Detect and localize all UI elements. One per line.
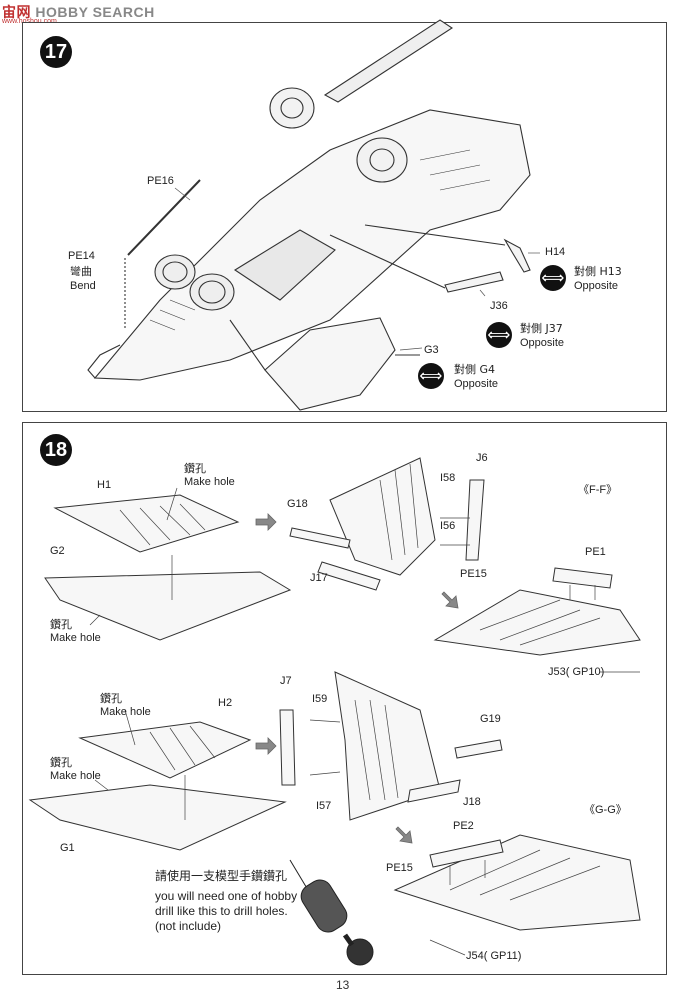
opposite-h13-cn: 對側 H13 [574, 265, 622, 278]
label-i56: I56 [440, 520, 456, 532]
drill-note-line3: (not include) [155, 919, 222, 933]
label-pe15-b: PE15 [386, 862, 413, 874]
label-g18: G18 [287, 498, 308, 510]
opposite-arrow-icon: ⟺ [540, 265, 566, 291]
label-j7: J7 [280, 675, 292, 687]
opposite-arrow-icon: ⟺ [486, 322, 512, 348]
label-bend-cn: 彎曲 [70, 265, 92, 278]
watermark-url: www.hoshou.com [2, 18, 57, 25]
label-g19: G19 [480, 713, 501, 725]
label-ff-view: 《F-F》 [578, 484, 618, 496]
opposite-g4-en: Opposite [454, 378, 499, 390]
label-hole-en-1: Make hole [184, 476, 235, 488]
label-j6: J6 [476, 452, 488, 464]
drill-note-line2: drill like this to drill holes. [155, 904, 288, 918]
opposite-arrow-icon: ⟺ [418, 363, 444, 389]
label-g1: G1 [60, 842, 75, 854]
opposite-g4-cn: 對側 G4 [454, 363, 496, 376]
label-gg-view: 《G-G》 [584, 804, 627, 816]
label-pe2: PE2 [453, 820, 474, 832]
label-hole-cn-2: 鑽孔 [50, 618, 72, 631]
label-hole-cn-3: 鑽孔 [100, 692, 122, 705]
opposite-j37-cn: 對側 J37 [520, 322, 563, 335]
label-j17: J17 [310, 572, 328, 584]
label-hole-en-2: Make hole [50, 632, 101, 644]
label-hole-en-3: Make hole [100, 706, 151, 718]
label-pe1: PE1 [585, 546, 606, 558]
drill-note-line1: you will need one of hobby [155, 889, 298, 903]
label-j18: J18 [463, 796, 481, 808]
opposite-j37-en: Opposite [520, 337, 565, 349]
label-h2: H2 [218, 697, 233, 709]
label-g3: G3 [424, 344, 439, 356]
label-i57: I57 [316, 800, 332, 812]
label-j54: J54( GP11) [466, 950, 522, 962]
step-18-panel [22, 422, 667, 975]
label-pe14: PE14 [68, 250, 95, 262]
label-g2: G2 [50, 545, 65, 557]
step-17-panel [22, 22, 667, 412]
step-17-drawing [87, 19, 540, 411]
label-j53: J53( GP10) [548, 666, 605, 678]
step-17-badge: 17 [40, 36, 72, 68]
label-j36: J36 [490, 300, 508, 312]
label-hole-cn-1: 鑽孔 [184, 462, 206, 475]
drill-note-cn: 請使用一支模型手鑽鑽孔 [155, 869, 288, 883]
label-hole-en-4: Make hole [50, 770, 101, 782]
watermark-logo: 宙网 HOBBY SEARCH [2, 4, 155, 20]
label-hole-cn-4: 鑽孔 [50, 756, 72, 769]
label-i59: I59 [312, 693, 328, 705]
label-pe16: PE16 [147, 175, 174, 187]
step-18-badge: 18 [40, 434, 72, 466]
label-pe15: PE15 [460, 568, 487, 580]
label-bend-en: Bend [70, 280, 96, 292]
label-h1: H1 [97, 479, 112, 491]
opposite-h13-en: Opposite [574, 280, 619, 292]
page-number: 13 [336, 978, 350, 992]
label-h14: H14 [545, 246, 566, 258]
label-i58: I58 [440, 472, 456, 484]
